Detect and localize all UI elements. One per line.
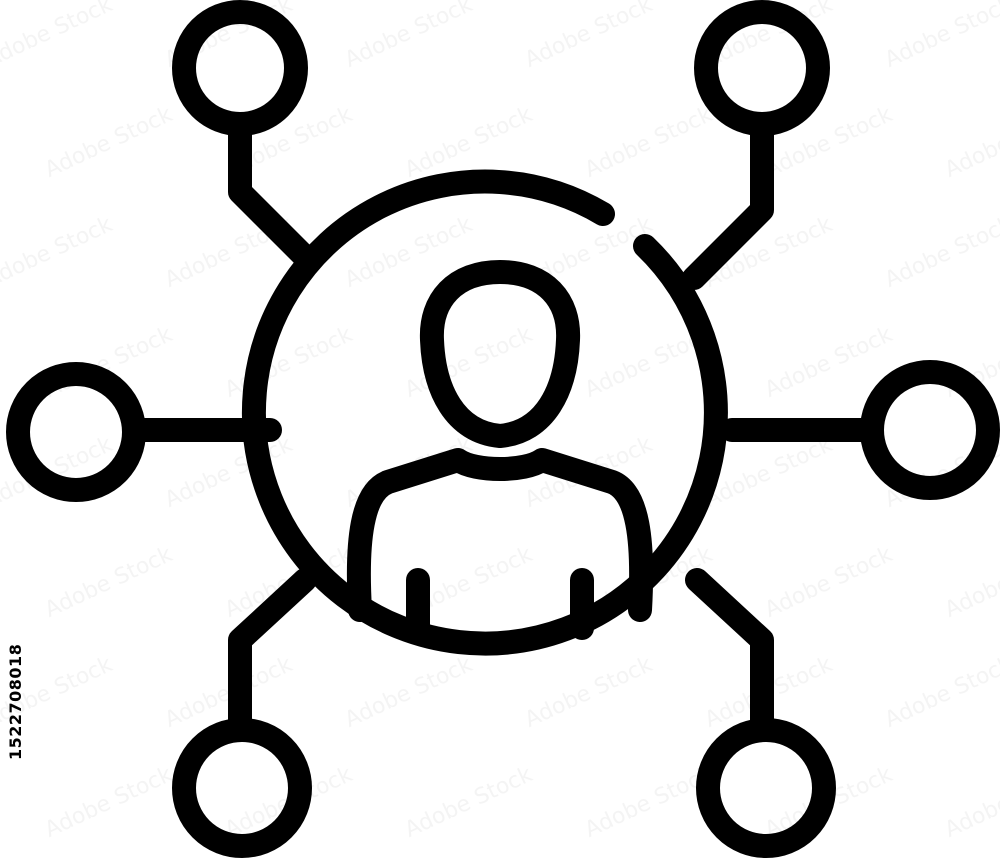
node-left-icon: [6, 362, 146, 502]
center-circle: [241, 169, 728, 656]
node-right-icon: [860, 360, 1000, 500]
node-bottom-right-icon: [696, 718, 836, 858]
person-head-icon: [419, 260, 581, 448]
person-body-icon: [346, 448, 654, 622]
connector-top-right: [682, 116, 774, 290]
connector-bottom-right: [685, 568, 774, 740]
connector-top-left: [228, 116, 317, 269]
node-top-left-icon: [172, 0, 308, 136]
node-bottom-left-icon: [172, 718, 312, 858]
stock-id-label: 1522708018: [6, 643, 25, 760]
node-top-right-icon: [694, 0, 830, 136]
connector-bottom-left: [228, 568, 317, 740]
